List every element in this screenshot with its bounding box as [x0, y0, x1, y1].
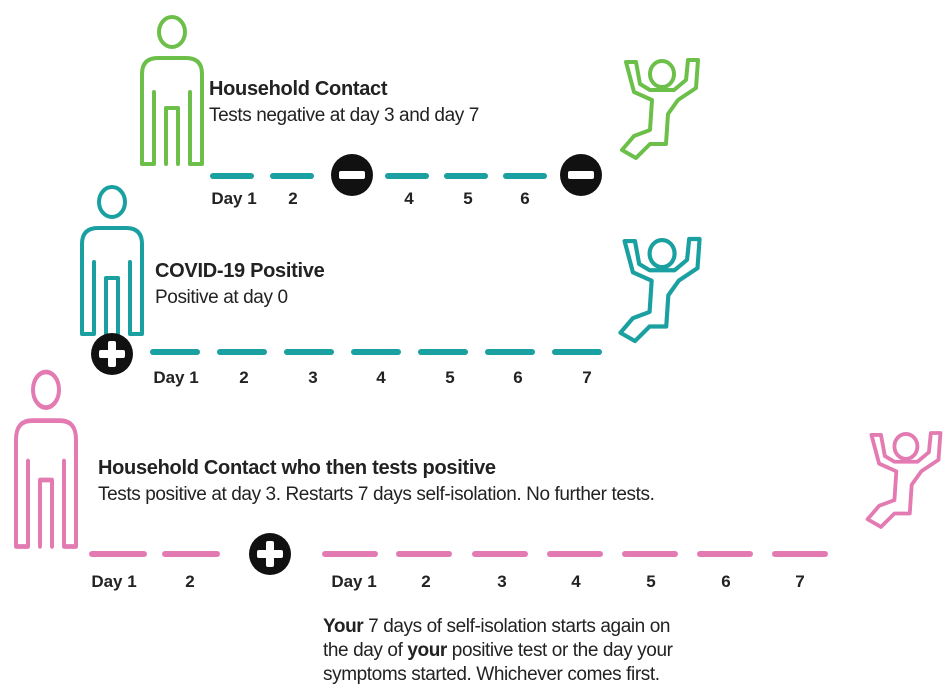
timeline-dash [385, 173, 429, 179]
day-label: 3 [308, 368, 318, 387]
day-label: 3 [497, 572, 507, 591]
timeline-dash [503, 173, 547, 179]
note-text: the day of [323, 640, 408, 661]
row-subtitle: Positive at day 0 [155, 287, 288, 308]
note-text: positive test or the day your [446, 640, 673, 661]
note-text: symptoms started. Whichever comes first. [323, 664, 660, 685]
standing-person-icon [14, 369, 78, 549]
negative-test-icon [560, 154, 602, 196]
timeline-dash [217, 349, 267, 355]
note-text: 7 days of self-isolation starts again on [363, 616, 671, 637]
timeline-dash [444, 173, 488, 179]
day-label: 5 [646, 572, 656, 591]
note-line: Your 7 days of self-isolation starts aga… [323, 615, 673, 639]
day-label: 6 [520, 189, 530, 208]
timeline-dash [322, 551, 378, 557]
note-line: the day of your positive test or the day… [323, 639, 673, 663]
positive-test-icon [91, 333, 133, 375]
day-label: 4 [571, 572, 581, 591]
timeline-dash [547, 551, 603, 557]
timeline-dash [485, 349, 535, 355]
timeline-dash [697, 551, 753, 557]
note-emphasis: your [407, 640, 447, 661]
note-line: symptoms started. Whichever comes first. [323, 663, 673, 687]
timeline-dash [418, 349, 468, 355]
row-title: Household Contact who then tests positiv… [98, 457, 496, 479]
row-subtitle: Tests positive at day 3. Restarts 7 days… [98, 484, 655, 505]
timeline-dash [772, 551, 828, 557]
day-label: 5 [445, 368, 455, 387]
day-label: Day 1 [211, 189, 257, 208]
day-label: 6 [721, 572, 731, 591]
day-label: Day 1 [331, 572, 377, 591]
timeline-dash [472, 551, 528, 557]
negative-test-icon [331, 154, 373, 196]
jumping-person-icon [865, 431, 943, 529]
day-label: 2 [421, 572, 431, 591]
positive-test-icon [249, 533, 291, 575]
timeline-dash [622, 551, 678, 557]
jumping-person-icon [618, 236, 702, 344]
row-subtitle: Tests negative at day 3 and day 7 [209, 105, 479, 126]
self-isolation-note: Your 7 days of self-isolation starts aga… [323, 615, 673, 687]
jumping-person-icon [620, 58, 700, 160]
timeline-dash [89, 551, 147, 557]
day-label: 2 [239, 368, 249, 387]
day-label: Day 1 [153, 368, 199, 387]
timeline-dash [396, 551, 452, 557]
day-label: 4 [376, 368, 386, 387]
row-title: Household Contact [209, 78, 388, 100]
day-label: 2 [288, 189, 298, 208]
standing-person-icon [140, 15, 204, 166]
day-label: 4 [404, 189, 414, 208]
day-label: 6 [513, 368, 523, 387]
timeline-dash [162, 551, 220, 557]
timeline-dash [150, 349, 200, 355]
day-label: 5 [463, 189, 473, 208]
day-label: 7 [582, 368, 592, 387]
row-title: COVID-19 Positive [155, 260, 325, 282]
timeline-dash [270, 173, 314, 179]
standing-person-icon [80, 185, 144, 336]
timeline-dash [552, 349, 602, 355]
day-label: Day 1 [91, 572, 137, 591]
timeline-dash [351, 349, 401, 355]
note-emphasis: Your [323, 616, 364, 637]
timeline-dash [284, 349, 334, 355]
day-label: 2 [185, 572, 195, 591]
day-label: 7 [795, 572, 805, 591]
timeline-dash [210, 173, 254, 179]
